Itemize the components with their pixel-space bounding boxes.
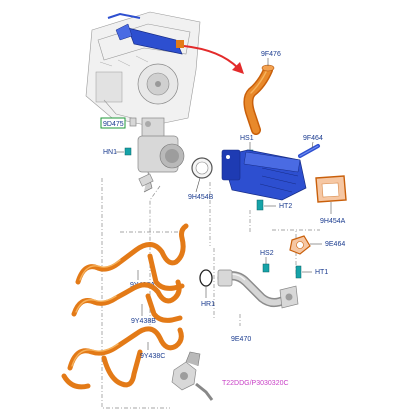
label-9Y438C: 9Y438C [140,353,165,360]
callout-box-9D475 [100,117,126,129]
reference-code: T22DDG/P3030320C [222,380,289,387]
label-HT2: HT2 [279,203,292,210]
nut-HN1 [124,147,132,156]
coolant-hose-9Y438A [75,223,189,291]
assembly-lines [101,178,320,409]
coolant-hose-9Y438C [61,326,184,390]
coolant-hose-9Y438B [71,279,183,323]
stud-HT2 [256,199,264,211]
label-9E464: 9E464 [325,241,345,248]
label-9D475: 9D475 [103,121,124,128]
label-9H454B: 9H454B [188,194,214,201]
egr-tube-9E470 [217,269,299,309]
stud-HT1 [295,265,302,279]
label-9F476: 9F476 [261,51,281,58]
egr-valve [137,117,185,193]
label-HT1: HT1 [315,269,328,276]
gasket-9H454A [315,175,347,203]
egr-tube-9F476 [243,64,275,135]
gasket-9E464 [289,235,311,255]
location-arrow [183,45,244,74]
label-9E470: 9E470 [231,336,251,343]
gasket-9H454B [191,157,213,179]
egr-cooler [221,144,320,201]
label-9H454A: 9H454A [320,218,346,225]
label-9Y438B: 9Y438B [131,318,156,325]
label-HS2: HS2 [260,250,274,257]
label-HN1: HN1 [103,149,117,156]
label-HR1: HR1 [201,301,215,308]
bolt-HS2 [262,263,270,273]
o-ring-HR1 [199,269,213,287]
label-9F464: 9F464 [303,135,323,142]
label-HS1: HS1 [240,135,254,142]
engine-block [85,11,201,127]
coolant-fitting [171,351,214,401]
